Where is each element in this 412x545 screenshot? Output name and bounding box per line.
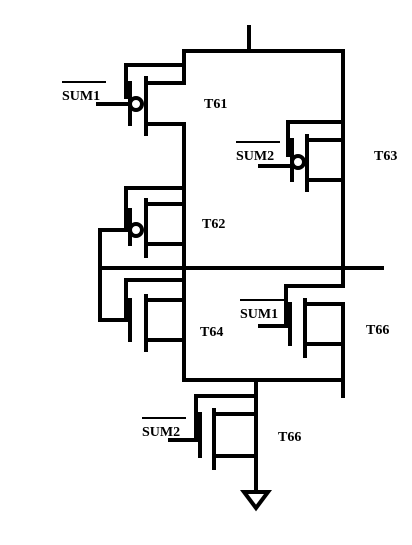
transistor-label: T62 <box>202 217 225 232</box>
transistor-t64 <box>124 278 186 382</box>
label-sum1-b: SUM1 <box>240 299 284 322</box>
signal-label: SUM2 <box>236 149 274 164</box>
label-sum2-b: SUM2 <box>142 417 186 440</box>
signal-label: SUM2 <box>142 425 180 440</box>
signal-label: SUM1 <box>240 307 278 322</box>
transistor-label: T66 <box>366 323 389 338</box>
signal-label: SUM1 <box>62 89 100 104</box>
transistor-label: T61 <box>204 97 227 112</box>
transistor-t66-bottom <box>168 394 258 494</box>
transistor-label: T66 <box>278 430 301 445</box>
transistor-t63 <box>258 120 345 270</box>
transistor-label: T64 <box>200 325 223 340</box>
ground-icon <box>240 490 272 512</box>
label-sum1-a: SUM1 <box>62 81 106 104</box>
label-sum2-a: SUM2 <box>236 141 280 164</box>
inversion-bubble-icon <box>290 154 306 170</box>
transistor-t66-right <box>258 266 345 398</box>
transistor-t61 <box>96 49 186 190</box>
supply-wires <box>182 25 345 124</box>
transistor-label: T63 <box>374 149 397 164</box>
